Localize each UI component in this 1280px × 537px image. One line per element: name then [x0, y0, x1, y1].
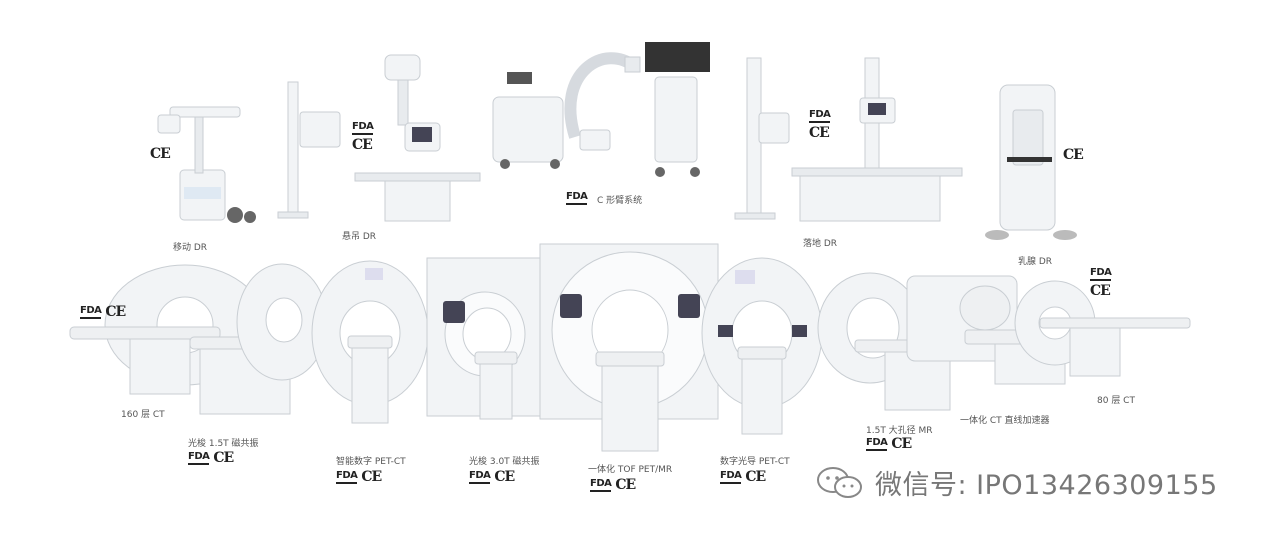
- mobile-dr-device: [157, 106, 256, 223]
- cert-mr-30t: FDA CE: [469, 469, 515, 485]
- label-c-arm: C 形臂系统: [597, 196, 643, 206]
- ct-linac-device: [906, 275, 1076, 385]
- fda-logo-icon: FDA: [188, 451, 210, 465]
- digital-pet-ct-device: [701, 257, 823, 435]
- label-floor-dr: 落地 DR: [803, 239, 838, 249]
- fda-logo-icon: FDA: [566, 192, 588, 205]
- cert-ct-160: FDA CE: [80, 304, 126, 320]
- fda-logo-icon: FDA: [80, 305, 102, 319]
- label-ct-160: 160 层 CT: [121, 410, 165, 420]
- floor-dr-stand: [734, 57, 790, 220]
- ce-mark-icon: CE: [213, 450, 234, 466]
- watermark-text: 微信号: IPO13426309155: [875, 470, 1218, 501]
- c-arm-device: [492, 42, 710, 177]
- ct-160-device: [69, 264, 301, 415]
- ce-mark-icon: CE: [891, 436, 912, 452]
- mr-30t-device: [426, 257, 543, 420]
- ce-mark-icon: CE: [745, 469, 766, 485]
- ce-mark-icon: CE: [352, 137, 373, 153]
- mr-15t-device: [236, 263, 328, 381]
- suspended-dr-device: [354, 54, 481, 222]
- cert-mr-15t-bore: FDA CE: [866, 436, 912, 452]
- floor-dr-table: [791, 57, 963, 222]
- ce-mark-icon: CE: [150, 146, 171, 162]
- cert-ct-80: FDA CE: [1090, 268, 1112, 299]
- cert-suspended-dr: FDA CE: [352, 122, 374, 153]
- ce-mark-icon: CE: [105, 304, 126, 320]
- fda-logo-icon: FDA: [866, 437, 888, 451]
- fda-logo-icon: FDA: [352, 122, 374, 135]
- cert-pet-ct: FDA CE: [336, 469, 382, 485]
- label-ct-80: 80 层 CT: [1097, 396, 1135, 406]
- cert-digital-pet-ct: FDA CE: [720, 469, 766, 485]
- mr-15t-bore-device: [817, 272, 956, 411]
- label-pet-mr: 一体化 TOF PET/MR: [588, 465, 673, 475]
- wechat-icon: [817, 466, 862, 498]
- cert-mr-15t: FDA CE: [188, 450, 234, 466]
- mammography-device: [985, 84, 1077, 240]
- wechat-watermark: 微信号: IPO13426309155: [815, 463, 1218, 502]
- upright-dr-stand: [277, 81, 341, 219]
- label-mr-15t-bore: 1.5T 大孔径 MR: [866, 426, 933, 436]
- label-digital-pet-ct: 数字光导 PET-CT: [720, 457, 790, 467]
- label-pet-ct: 智能数字 PET-CT: [336, 457, 406, 467]
- cert-mobile-dr: CE: [150, 146, 171, 162]
- label-ct-linac: 一体化 CT 直线加速器: [960, 416, 1050, 426]
- label-mammo-dr: 乳腺 DR: [1018, 257, 1053, 267]
- pet-mr-device: [539, 243, 719, 452]
- label-mr-30t: 光梭 3.0T 磁共振: [469, 457, 540, 467]
- fda-logo-icon: FDA: [336, 470, 358, 484]
- fda-logo-icon: FDA: [809, 110, 831, 123]
- fda-logo-icon: FDA: [720, 470, 742, 484]
- label-mobile-dr: 移动 DR: [173, 243, 208, 253]
- fda-logo-icon: FDA: [1090, 268, 1112, 281]
- ce-mark-icon: CE: [361, 469, 382, 485]
- pet-ct-device: [311, 260, 429, 424]
- ce-mark-icon: CE: [1090, 283, 1111, 299]
- ce-mark-icon: CE: [494, 469, 515, 485]
- ce-mark-icon: CE: [615, 477, 636, 493]
- label-suspended-dr: 悬吊 DR: [342, 232, 377, 242]
- cert-pet-mr: FDA CE: [590, 477, 636, 493]
- cert-c-arm: FDA: [566, 192, 588, 205]
- ct-80-device: [1014, 280, 1191, 377]
- ce-mark-icon: CE: [1063, 147, 1084, 163]
- ce-mark-icon: CE: [809, 125, 830, 141]
- fda-logo-icon: FDA: [469, 470, 491, 484]
- label-mr-15t: 光梭 1.5T 磁共振: [188, 439, 259, 449]
- cert-mammo-dr: CE: [1063, 147, 1084, 163]
- cert-floor-dr: FDA CE: [809, 110, 831, 141]
- fda-logo-icon: FDA: [590, 478, 612, 492]
